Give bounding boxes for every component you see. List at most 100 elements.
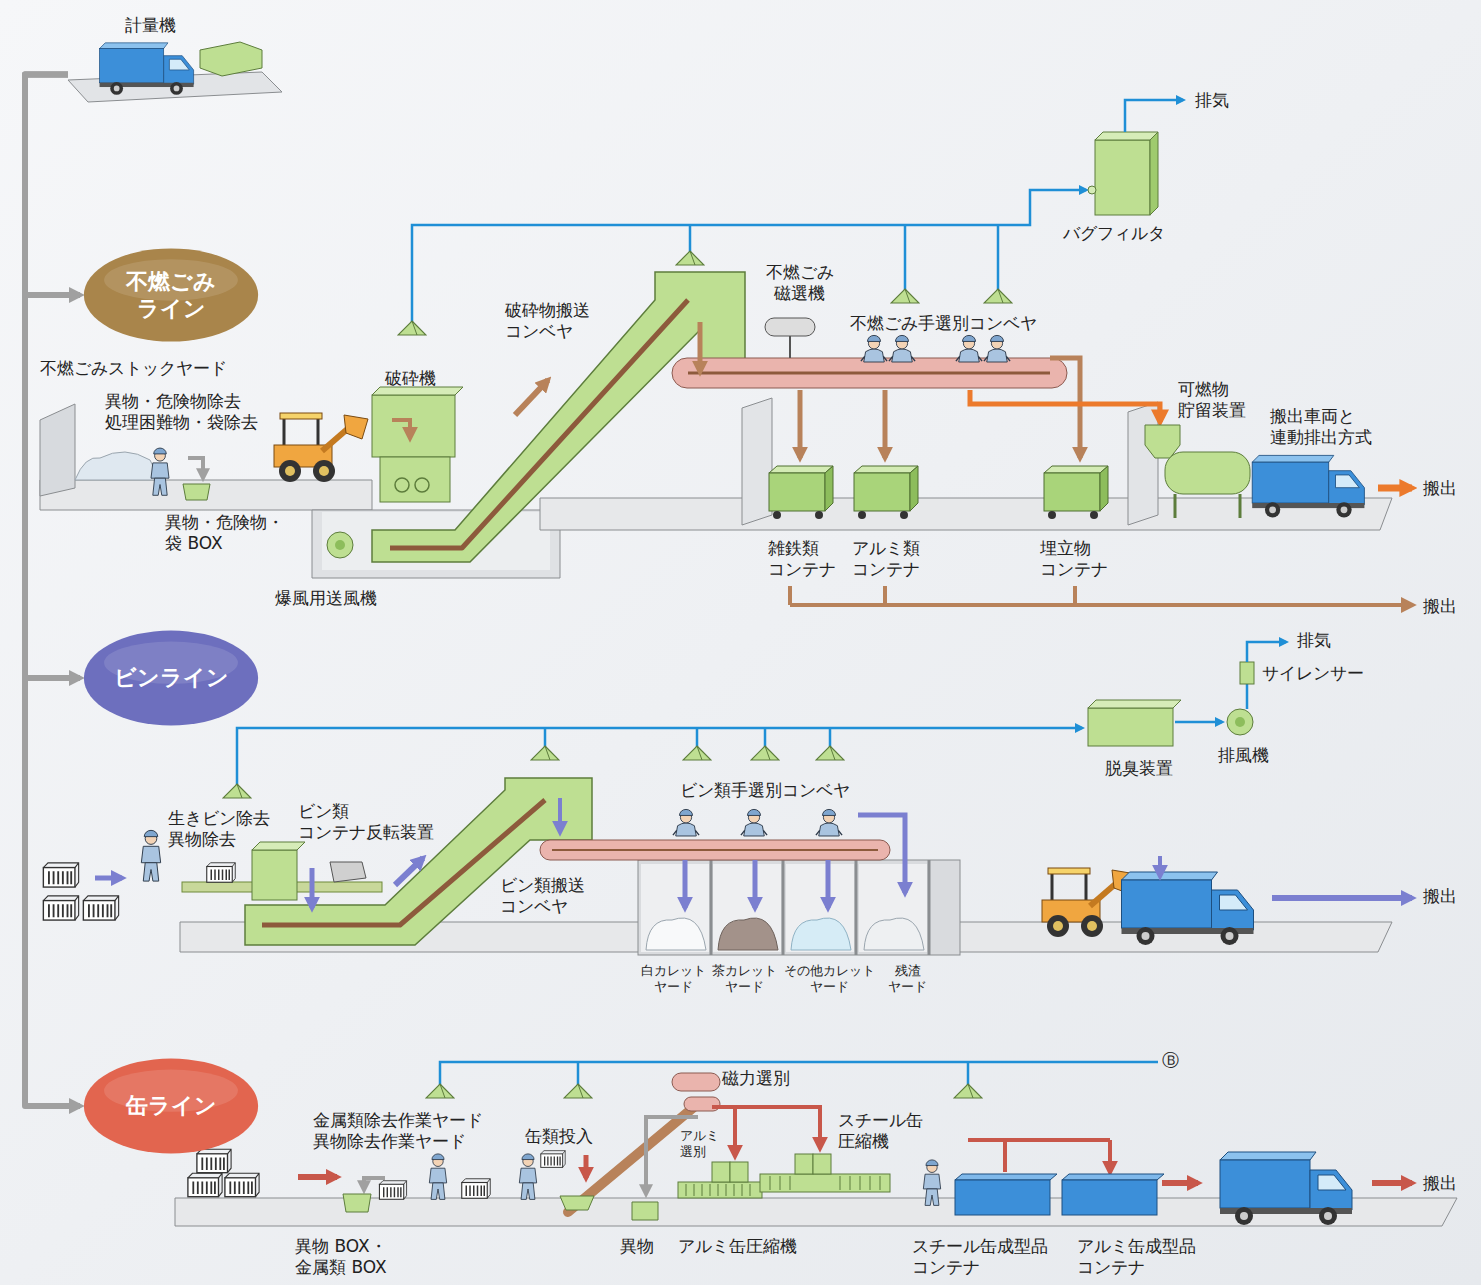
bottle-line-art-part [753, 860, 758, 908]
noncombustible-line-art-part [1095, 140, 1150, 215]
can-line-art-part [733, 1107, 737, 1156]
noncombustible-line-art-part [1050, 358, 1080, 458]
node-text-block: 缶ライン [126, 1092, 217, 1120]
bottle-line-art-part [245, 778, 592, 945]
noncombustible-line-art-part [742, 398, 772, 525]
text-label: スチール缶成型品 コンテナ [912, 1236, 1054, 1277]
bottle-line-art-part [1158, 856, 1162, 876]
noncombustible-line-art-part [1165, 452, 1250, 494]
bottle-line-art-part [713, 864, 781, 952]
node-title: 缶ライン [126, 1092, 217, 1120]
noncombustible-line-art-part [672, 358, 1067, 388]
bottle-line-art-part [1122, 872, 1254, 945]
text-label: 搬出 [1423, 1173, 1457, 1194]
bottle-line-art-part [673, 809, 699, 836]
text-label: アルミ缶成型品 コンテナ [1077, 1236, 1202, 1277]
noncombustible-line-art-part [970, 390, 1160, 422]
bottle-line-art-part [395, 858, 423, 885]
bottle-line-art-part [751, 746, 779, 760]
noncombustible-line-art-part [40, 404, 75, 496]
noncombustible-line-art-part [188, 458, 203, 478]
bottle-line-art-part [540, 840, 890, 860]
can-line-art-part [197, 1149, 231, 1172]
bottle-line-art-part [638, 860, 960, 955]
text-label: アルミ類 コンテナ [852, 538, 927, 579]
can-line-art-part [379, 1181, 406, 1200]
text-label: ビン類 コンテナ反転装置 [298, 801, 438, 842]
can-line-art-part [712, 1107, 820, 1148]
can-line-art-part [632, 1202, 658, 1220]
weighing-station [68, 42, 282, 102]
noncombustible-line-art-part [372, 395, 455, 457]
can-line-art-part [541, 1151, 565, 1168]
noncombustible-line-art-part [515, 380, 548, 415]
text-label: 白カレット ヤード [637, 963, 709, 995]
noncombustible-line-art-part [688, 372, 1050, 375]
noncombustible-line-art-part [75, 452, 160, 480]
noncombustible-line-art-part [380, 457, 450, 502]
can-line-art-part [760, 1174, 890, 1192]
noncombustible-line-art-part [769, 466, 833, 519]
noncombustible-line-art-part [1128, 402, 1158, 525]
bottle-line-art-part [1088, 700, 1181, 708]
text-label: 埋立物 コンテナ [1040, 538, 1115, 579]
text-label: 異物 [620, 1236, 654, 1257]
noncombustible-line-art-part [1088, 186, 1096, 194]
bottle-line-art-part [786, 864, 854, 952]
line-oval: ビンライン [83, 630, 259, 726]
can-line-art-part [426, 1084, 454, 1098]
text-label: 缶類投入 [525, 1126, 593, 1147]
can-line-art-part [923, 1160, 940, 1206]
noncombustible-line-art-part [151, 448, 169, 495]
text-label: 不燃ごみストックヤード [40, 358, 227, 379]
bottle-line-art-part [207, 863, 236, 883]
noncombustible-line-art-part [1150, 132, 1158, 215]
noncombustible-line-art-part [676, 251, 704, 265]
bottle-line-art-part [95, 876, 122, 881]
noncombustible-line-art-part [790, 603, 1412, 607]
text-label: 破砕機 [385, 368, 436, 389]
flow-connector [25, 75, 80, 1106]
bottle-line-art-part [641, 864, 709, 952]
bottle-line-art-part [531, 746, 559, 760]
line-oval: 缶ライン [83, 1058, 259, 1154]
text-label: 搬出 [1423, 886, 1457, 907]
can-line-art-part [440, 1062, 1158, 1085]
text-label: 雑鉄類 コンテナ [768, 538, 843, 579]
can-line-art-part [1005, 1140, 1110, 1172]
text-label: 磁力選別 [722, 1068, 790, 1089]
flow-connector [25, 75, 80, 295]
text-label: 破砕物搬送 コンベヤ [505, 300, 597, 341]
can-line-art-part [584, 1155, 589, 1178]
weighing-station-part [100, 43, 194, 95]
text-label: 生きビン除去 異物除去 [168, 808, 276, 849]
noncombustible-line-art-part [698, 322, 703, 372]
text-label: アルミ缶圧縮機 [678, 1236, 797, 1257]
text-label: 異物・危険物除去 処理困難物・袋除去 [105, 391, 265, 432]
can-line-art-part [672, 1073, 720, 1091]
noncombustible-line-art-part [392, 420, 410, 438]
text-label: 残渣 ヤード [885, 963, 930, 995]
can-line-art-part [564, 1084, 592, 1098]
can-line-art-part [1162, 1180, 1198, 1186]
station-box: 計量機 [68, 12, 280, 104]
bottle-line-art-part [1235, 717, 1245, 727]
bottle-line-art-part [683, 746, 711, 760]
can-line-art-part [462, 1179, 491, 1199]
bottle-line-art-part [1247, 642, 1286, 662]
bottle-line-art-part [252, 850, 297, 900]
can-line-art-part [343, 1194, 371, 1212]
text-label: 搬出車両と 連動排出方式 [1270, 406, 1378, 447]
can-line-art-part [429, 1154, 446, 1200]
noncombustible-line-art-part [984, 335, 1010, 362]
bottle-line-art-part [252, 842, 305, 850]
can-line-art-part [686, 1184, 750, 1196]
text-label: 可燃物 貯留装置 [1178, 379, 1253, 420]
noncombustible-line-art-part [1145, 425, 1180, 458]
oval-fill [84, 1058, 258, 1153]
node-title: 不燃ごみ ライン [126, 268, 216, 323]
noncombustible-line-art [40, 100, 1412, 605]
noncombustible-line-art-part [1175, 494, 1240, 518]
bottle-line-art-part [43, 896, 78, 920]
node-title: ビンライン [114, 664, 229, 692]
